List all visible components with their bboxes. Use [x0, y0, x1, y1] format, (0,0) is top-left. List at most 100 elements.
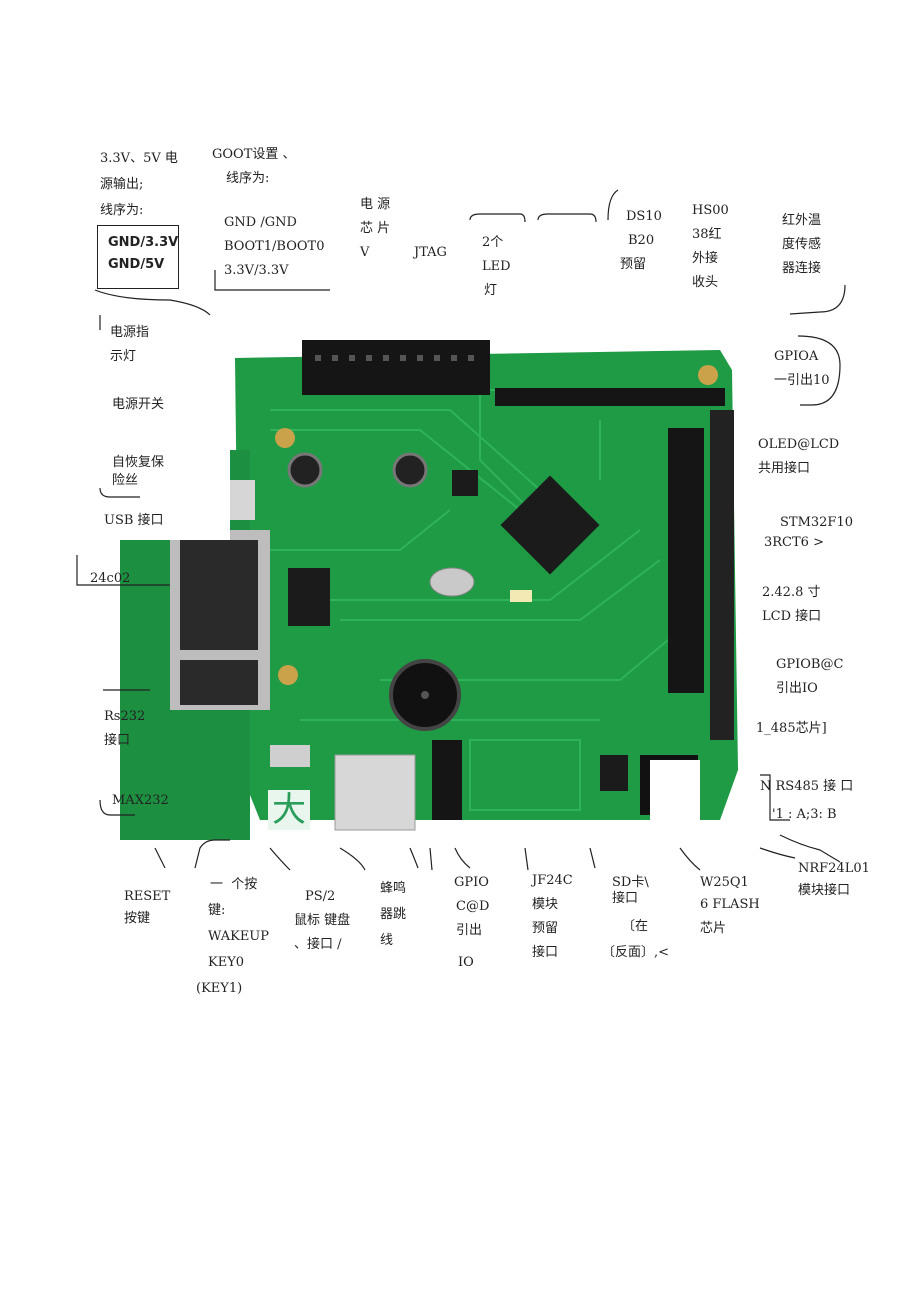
label-rs232-line2: 接口	[104, 733, 131, 748]
label-jf24c-line1: JF24C	[532, 873, 573, 888]
power-output-box	[97, 225, 179, 289]
label-usb: USB 接口	[104, 513, 164, 528]
label-stm32-line1: STM32F10	[780, 515, 853, 530]
ic-power	[452, 470, 478, 496]
label-lcd-size-line1: 2.42.8 寸	[762, 585, 821, 600]
lcd-header	[668, 428, 704, 693]
label-ir-temp-line1: 红外温	[782, 213, 822, 228]
label-oled-lcd-line1: OLED@LCD	[758, 437, 840, 452]
mount-hole-1	[275, 428, 295, 448]
mount-hole-3	[698, 365, 718, 385]
label-jf24c-line3: 预留	[532, 921, 559, 936]
label-power-output-line1: 3.3V、5V 电	[100, 151, 178, 166]
ic-bottom	[600, 755, 628, 791]
label-hs0038-line1: HS00	[692, 203, 729, 218]
label-gnd-3v3: GND/3.3V	[108, 235, 179, 250]
label-gpioa-line2: 一引出10	[774, 373, 830, 388]
label-oled-lcd-line2: 共用接口	[758, 461, 811, 476]
label-gpiocd-line4: IO	[458, 955, 474, 970]
top-pin-header	[495, 388, 725, 406]
label-ir-temp-line2: 度传感	[782, 237, 822, 252]
nrf-module-outline	[469, 739, 581, 811]
label-boot-voltage: 3.3V/3.3V	[224, 263, 289, 278]
label-rs485-line1: N RS485 接 口	[760, 779, 854, 794]
scan-mask-1	[120, 300, 230, 540]
label-gpiob-line1: GPIOB@C	[776, 657, 844, 672]
label-sd-line4: 〔反面〕,<	[602, 945, 670, 960]
pcb-body	[235, 350, 738, 820]
label-buzzer-line2: 器跳	[380, 907, 407, 922]
label-ds18b20-line3: 预留	[620, 257, 647, 272]
label-gpiocd-line2: C@D	[456, 899, 490, 914]
label-flash-line3: 芯片	[700, 921, 727, 936]
label-fuse-line1: 自恢复保	[112, 455, 165, 470]
label-stm32-line2: 3RCT6 >	[764, 535, 824, 550]
label-gpioa-line1: GPIOA	[774, 349, 819, 364]
label-hs0038-line2: 38红	[692, 227, 722, 242]
label-nrf-line2: 模块接口	[798, 883, 851, 898]
lcd-header-pins	[710, 410, 734, 740]
label-led-line2: LED	[482, 259, 511, 274]
pcb-board-svg	[120, 340, 738, 840]
label-ds18b20-line2: B20	[628, 233, 655, 248]
capacitor-2	[392, 452, 428, 488]
label-ps2-line3: 、接口 /	[294, 937, 342, 952]
label-boot-gnd: GND /GND	[224, 215, 297, 230]
label-keys-line3: WAKEUP	[208, 929, 270, 944]
gpiocd-header	[432, 740, 462, 820]
label-gpiocd-line1: GPIO	[454, 875, 489, 890]
label-jtag: JTAG	[414, 245, 447, 260]
label-24c02: 24c02	[90, 571, 131, 586]
mount-hole-2	[278, 665, 298, 685]
label-ds18b20-line1: DS10	[626, 209, 662, 224]
label-power-chip-line2: 芯 片	[360, 221, 391, 236]
label-power-output-line2: 源输出;	[100, 177, 144, 192]
label-boot-title-line1: GOOT设置 、	[212, 147, 296, 162]
capacitor-1	[287, 452, 323, 488]
ps2-connector	[334, 754, 416, 831]
ic-left	[288, 568, 330, 626]
label-keys-line1: 一 个按	[210, 877, 258, 892]
label-hs0038-line4: 收头	[692, 275, 719, 290]
label-power-chip-line3: V	[360, 245, 370, 260]
label-buzzer-line3: 线	[380, 933, 394, 948]
label-fuse-line2: 险丝	[112, 473, 139, 488]
jtag-header	[302, 340, 490, 395]
label-rs232-line1: Rs232	[104, 709, 146, 724]
jtag-pins	[315, 355, 474, 361]
label-gpiocd-line3: 引出	[456, 923, 483, 938]
label-power-led-line2: 示灯	[110, 349, 137, 364]
label-flash-line2: 6 FLASH	[700, 897, 760, 912]
label-boot-pins: BOOT1/BOOT0	[224, 239, 325, 254]
label-keys-line5: (KEY1)	[196, 981, 243, 996]
label-nrf-line1: NRF24L01	[798, 861, 870, 876]
reset-button-part	[270, 745, 310, 767]
label-jf24c-line2: 模块	[532, 897, 559, 912]
pcb-board-photo	[120, 300, 760, 840]
label-led-line1: 2个	[482, 235, 504, 250]
label-sd-line2: 接口	[612, 891, 639, 906]
label-rs485-line2: '1 : A;3: B	[772, 807, 837, 822]
label-power-output-line3: 线序为:	[100, 203, 144, 218]
label-gnd-5v: GND/5V	[108, 257, 165, 272]
label-ps2-line1: PS/2	[305, 889, 336, 904]
label-keys-line4: KEY0	[208, 955, 245, 970]
label-max232: MAX232	[112, 793, 169, 808]
label-led-line3: 灯	[484, 283, 498, 298]
stm32-chip	[500, 475, 600, 575]
board-big-char: 大	[268, 790, 310, 830]
label-ps2-line2: 鼠标 键盘	[294, 913, 351, 928]
label-boot-title-line2: 线序为:	[226, 171, 270, 186]
label-reset-line2: 按键	[124, 911, 151, 926]
label-sd-line3: 〔在	[622, 919, 649, 934]
label-power-switch: 电源开关	[112, 397, 165, 412]
label-jf24c-line4: 接口	[532, 945, 559, 960]
scan-mask-3	[650, 760, 700, 820]
label-lcd-size-line2: LCD 接口	[762, 609, 822, 624]
label-ir-temp-line3: 器连接	[782, 261, 822, 276]
label-485-chip: 1_485芯片]	[756, 721, 827, 736]
crystal	[429, 567, 475, 597]
label-hs0038-line3: 外接	[692, 251, 719, 266]
label-sd-line1: SD卡\	[612, 875, 649, 890]
led-chip	[510, 590, 532, 602]
